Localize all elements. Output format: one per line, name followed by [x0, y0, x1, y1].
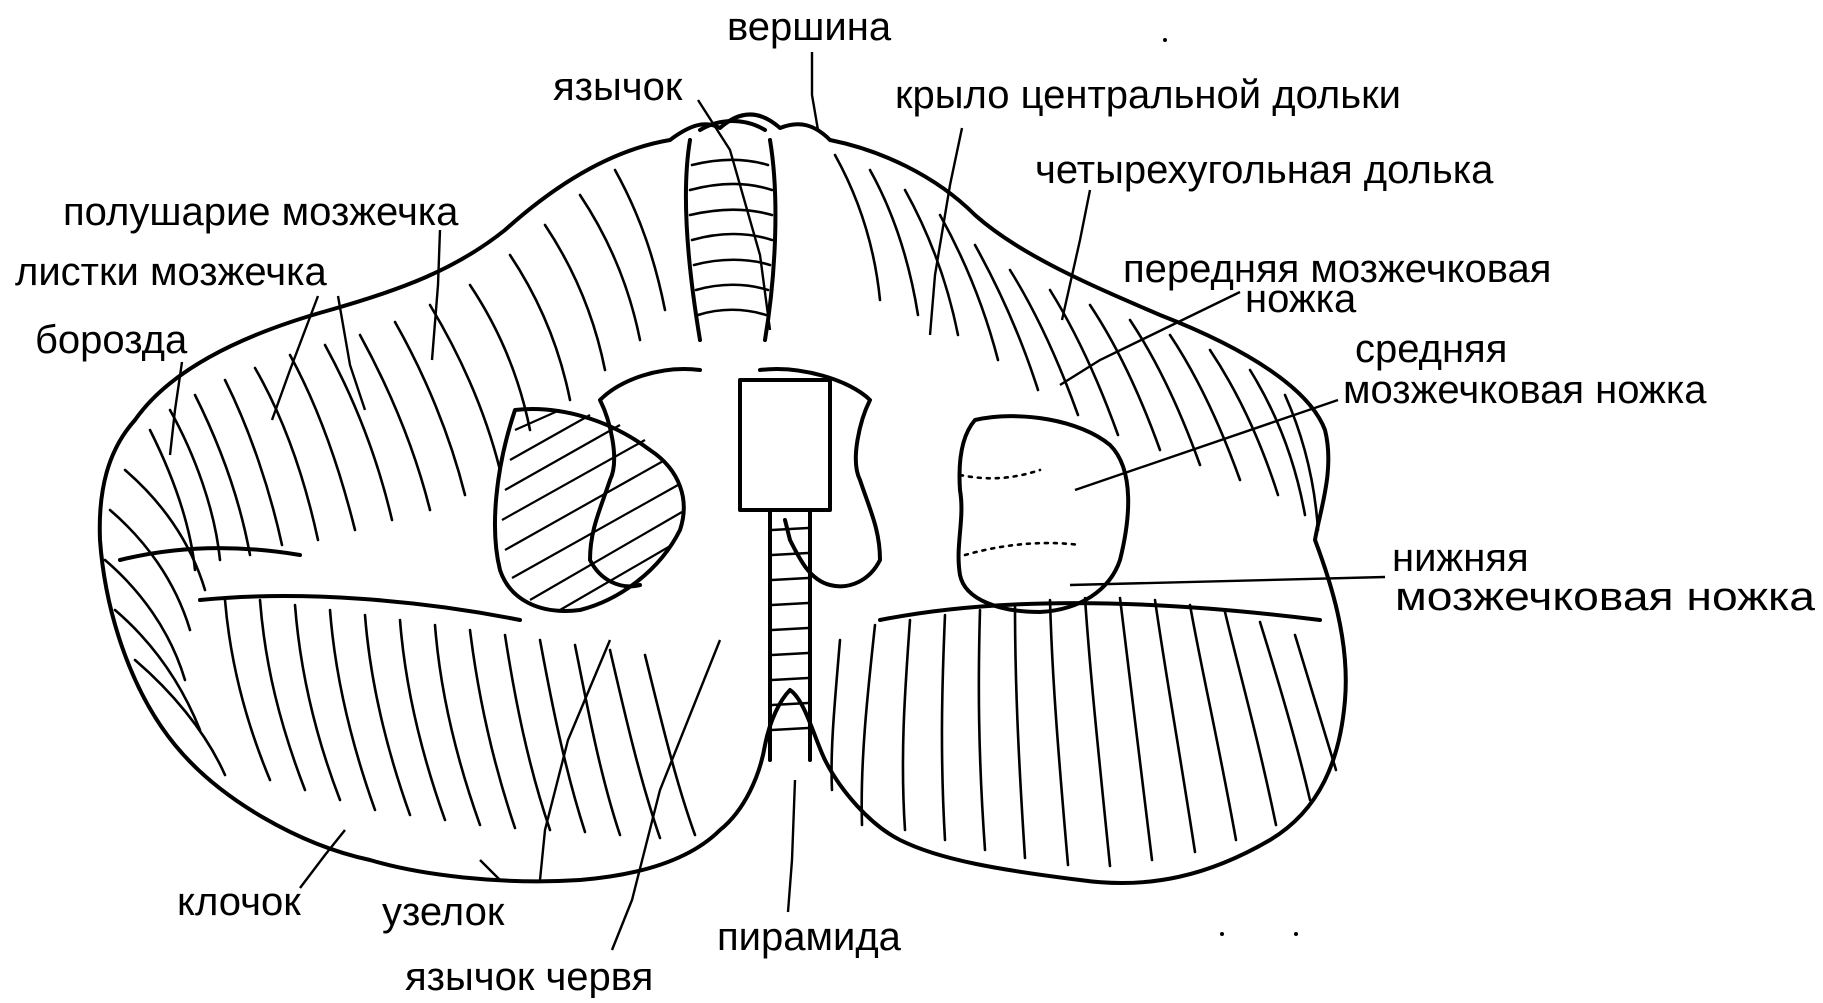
- label-borozda: борозда: [35, 318, 188, 362]
- label-listki: листки мозжечка: [15, 250, 327, 294]
- label-yazychok-chervya: язычок червя: [405, 955, 653, 998]
- label-vershina: вершина: [727, 5, 892, 49]
- left-peduncle-cut: [495, 409, 684, 611]
- label-uzelok: узелок: [382, 890, 505, 934]
- right-peduncle-cut: [959, 416, 1129, 612]
- label-klochok: клочок: [177, 880, 301, 924]
- label-srednyaya-1: средняя: [1355, 327, 1507, 371]
- label-polusharie: полушарие мозжечка: [63, 190, 459, 234]
- label-piramida: пирамида: [717, 915, 902, 959]
- label-nizhnyaya-2: мозжечковая ножка: [1395, 575, 1816, 619]
- label-perednyaya-2: ножка: [1245, 277, 1357, 321]
- brainstem-section: [590, 369, 880, 760]
- label-srednyaya-2: мозжечковая ножка: [1343, 368, 1707, 412]
- label-nizhnyaya-1: нижняя: [1392, 536, 1529, 580]
- label-yazychok: язычок: [553, 65, 683, 109]
- label-chetyrekhugolnaya: четырехугольная долька: [1035, 148, 1494, 192]
- label-krylo: крыло центральной дольки: [895, 73, 1401, 117]
- labels: вершина язычок крыло центральной дольки …: [15, 5, 1816, 998]
